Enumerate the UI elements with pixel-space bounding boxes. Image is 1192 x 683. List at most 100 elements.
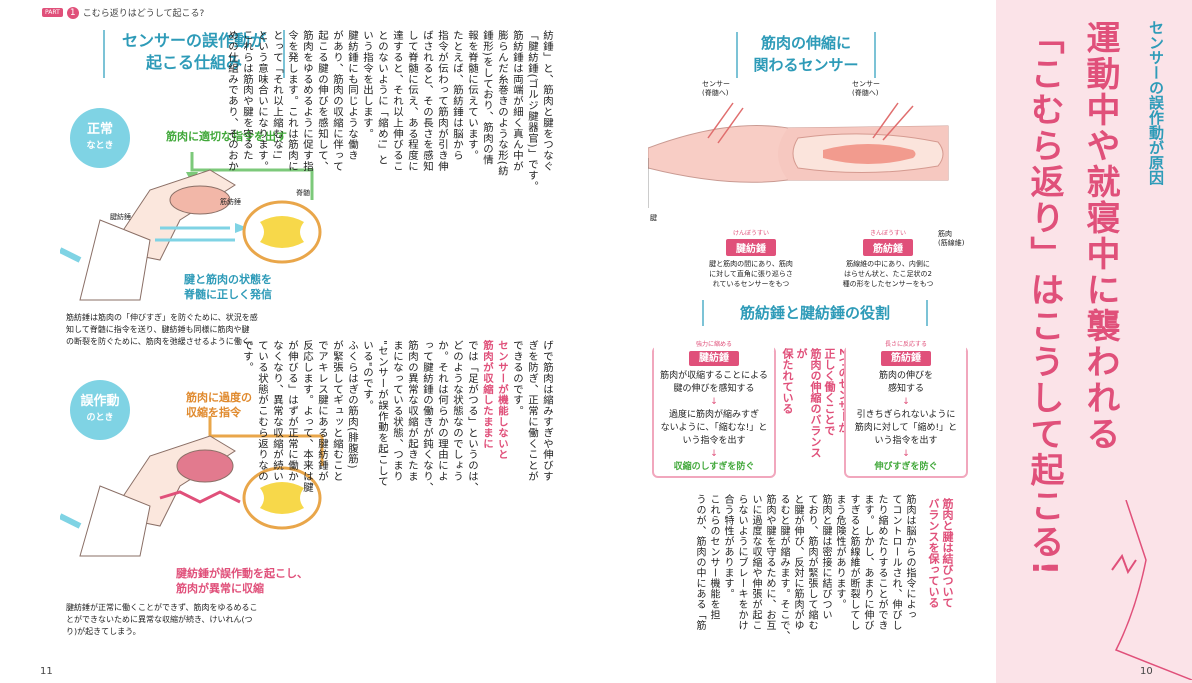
normal-callout-top: 筋肉に適切な指令を出す: [166, 130, 287, 143]
normal-caption: 筋紡錘は筋肉の「伸びすぎ」を防ぐために、状況を感 知して脊髄に指令を送り、腱紡錘…: [66, 312, 356, 348]
body-line: めの仕組みであり、そのおか: [226, 30, 238, 172]
muscle-spindle-desc-1: 筋線維の中にあり、内側に: [846, 260, 930, 268]
part-header: PART 1 こむら返りはどうして起こる?: [42, 6, 204, 19]
body-line: です。: [241, 340, 253, 373]
body-line: とのないように「縮め!」と: [376, 30, 388, 166]
tendon-role-line-3: 過度に筋肉が縮みすぎ: [668, 410, 759, 420]
body-line: では「足がつる」というのは、: [466, 340, 478, 493]
main-title-line-2: 「こむら返り」はこうして起こる!: [1024, 20, 1064, 578]
error-callout-bottom-2: 筋肉が異常に収縮: [176, 582, 264, 595]
error-callout-top-1: 筋肉に過度の: [186, 391, 252, 404]
tendon-role-lines: 筋肉が収縮することによる 腱の伸びを感知する ↓ 過度に筋肉が縮みすぎ ないよう…: [654, 370, 774, 474]
body-line: 指令が伝わって筋肉が引き伸: [436, 30, 448, 172]
right-body-text: 筋肉は脳からの指令によってコントロールされ、伸びしたり縮めたりすることができます…: [626, 494, 916, 654]
body-line: 筋肉と腱は密接に結びつい: [820, 494, 831, 620]
body-line: でアキレス腱にある腱紡錘が: [316, 340, 328, 482]
part-tag: PART: [42, 8, 63, 17]
page-number-left: 11: [40, 666, 53, 677]
tendon-role-arrow-2: ↓: [710, 449, 718, 459]
heading-line-1: センサーの誤作動が: [121, 31, 266, 50]
error-illustration: [60, 416, 324, 557]
part-title: こむら返りはどうして起こる?: [82, 9, 205, 19]
normal-callout-bottom-1: 腱と筋肉の状態を: [184, 273, 272, 286]
error-caption-2: とができないために異常な収縮が続き、けいれん(つ: [66, 615, 253, 624]
muscle-role-sub: 長さに反応する: [846, 338, 966, 351]
title-panel: センサーの誤作動が原因 運動中や就寝中に襲われる 「こむら返り」はこうして起こる…: [996, 0, 1192, 683]
sensor-heading-2: 関わるセンサー: [753, 56, 859, 74]
body-line: と腱が伸び、反対に筋肉がゆ: [792, 494, 803, 631]
body-line: が伸びる」はずが正常に働か: [286, 340, 298, 482]
error-caption-1: 腱紡錘が正常に働くことができず、筋肉をゆるめるこ: [66, 603, 258, 612]
body-line: たとえば、筋紡錘は脳から: [451, 30, 463, 161]
body-line: 筋肉が収縮したままに: [481, 340, 493, 449]
muscle-spindle-ruby: きんぼうすい: [869, 230, 906, 237]
left-body-text-lower: げで筋肉は縮みすぎや伸びすぎを防ぎ、正常に働くことができるのです。センサーが機能…: [241, 340, 554, 640]
body-line: "センサーが誤作動を起こして: [376, 340, 388, 487]
label-muscle: 筋肉 (筋線維): [938, 230, 964, 248]
section-heading-sensor: 筋肉の伸縮に 関わるセンサー: [736, 32, 876, 78]
body-line: 紡錘」と、筋肉と腱をつなぐ: [541, 30, 553, 172]
tendon-spindle-block: けんぼうすい 腱紡錘 腱と筋肉の間にあり、筋肉 に対して直角に張り巡らさ れてい…: [696, 228, 806, 289]
body-line: 筋肉をゆるめるように促す指: [301, 30, 313, 172]
sensor-label-right: センサー (脊髄へ): [852, 80, 880, 98]
label-muscle-1: 筋肉: [938, 230, 952, 238]
sensor-label-left-2: (脊髄へ): [702, 89, 729, 97]
main-title: 運動中や就寝中に襲われる 「こむら返り」はこうして起こる!: [1016, 20, 1128, 660]
label-spine: 脊髄: [296, 189, 310, 197]
body-line: か。それは何らかの理由によ: [436, 340, 448, 482]
normal-circle-sub: なとき: [86, 141, 114, 151]
muscle-role-line-2: 感知する: [887, 384, 924, 394]
label-tendon-right: 腱: [650, 214, 657, 222]
muscle-role-line-1: 筋肉の伸びを: [878, 371, 933, 381]
body-line: 反応します。よって、本来は腱: [301, 340, 313, 493]
muscle-role-pill: 筋紡錘: [881, 351, 931, 366]
tendon-spindle-desc: 腱と筋肉の間にあり、筋肉 に対して直角に張り巡らさ れているセンサーをもつ: [696, 259, 806, 289]
error-callout-top: 筋肉に過度の 収縮を指令: [186, 390, 252, 420]
label-muscle-2: (筋線維): [938, 239, 965, 247]
tendon-role-line-5: いう指令を出す: [682, 436, 746, 446]
muscle-spindle-desc-3: 種の形をしたセンサーをもつ: [842, 280, 934, 288]
normal-caption-2: 知して脊髄に指令を送り、腱紡錘も同様に筋肉や腱: [66, 325, 250, 334]
tendon-spindle-pill: 腱紡錘: [726, 239, 776, 256]
body-line: 錘形)をしており、筋肉の情: [481, 30, 493, 166]
tendon-role-pill: 腱紡錘: [689, 351, 739, 366]
tendon-role-line-1: 筋肉が収縮することによる: [660, 371, 768, 381]
center-message-3: 筋肉の伸縮のバランスが: [795, 348, 822, 458]
body-line: まう危険性があります。: [834, 494, 845, 610]
muscle-role-arrow-1: ↓: [902, 397, 910, 407]
body-line: いる"のです。: [361, 340, 373, 411]
body-line: どのような状態なのでしょう: [451, 340, 463, 482]
body-line: センサーが機能しないと: [496, 340, 508, 460]
body-line: たり縮めたりすることができ: [876, 494, 887, 631]
tendon-role-box: 強力に縮める 腱紡錘 筋肉が収縮することによる 腱の伸びを感知する ↓ 過度に筋…: [652, 338, 776, 478]
error-callout-top-2: 収縮を指令: [186, 406, 241, 419]
muscle-spindle-desc-2: はらせん状と、たこ足状の2: [843, 270, 933, 278]
tendon-role-sub: 強力に縮める: [654, 338, 774, 351]
body-line: して脊髄に伝え、ある程度に: [406, 30, 418, 172]
normal-callout-bottom-2: 脊髄に正しく発信: [184, 288, 272, 301]
sensor-label-right-2: (脊髄へ): [852, 89, 879, 97]
error-circle-sub: のとき: [86, 413, 114, 423]
leg-illustration: [1111, 500, 1192, 680]
body-line: ます。しかし、あまりに伸び: [862, 494, 873, 631]
muscle-role-line-3: 引きちぎられないように: [856, 410, 956, 420]
muscle-role-line-5: いう指令を出す: [874, 436, 938, 446]
error-callout-bottom: 腱紡錘が誤作動を起こし、 筋肉が異常に収縮: [176, 566, 308, 596]
normal-caption-1: 筋紡錘は筋肉の「伸びすぎ」を防ぐために、状況を感: [66, 313, 258, 322]
body-line: 筋肉や腱を守るために、お互: [764, 494, 775, 631]
muscle-role-box: 長さに反応する 筋紡錘 筋肉の伸びを 感知する ↓ 引きちぎられないように 筋肉…: [844, 338, 968, 478]
page-number-right: 10: [1140, 666, 1153, 677]
body-line: らないようにブレーキをかけ: [736, 494, 747, 631]
body-line: 報を脊髄に伝えています。: [466, 30, 478, 161]
body-line: これらは筋肉や腱を守るた: [241, 30, 253, 161]
center-message-2: 正しく働くことで: [823, 348, 836, 436]
left-body-text-upper: 紡錘」と、筋肉と腱をつなぐ「腱紡錘(ゴルジ腱器官)」です。筋紡錘は両端が細く真ん…: [226, 30, 554, 330]
normal-circle-title: 正常: [86, 122, 113, 137]
body-line: があり、筋肉の収縮に伴って: [331, 30, 343, 172]
muscle-diagram: [648, 102, 949, 208]
center-vertical-message: 2つのセンサーが 正しく働くことで 筋肉の伸縮のバランスが 保たれている: [780, 348, 850, 468]
body-line: げで筋肉は縮みすぎや伸びす: [541, 340, 553, 482]
tendon-spindle-desc-1: 腱と筋肉の間にあり、筋肉: [709, 260, 793, 268]
sensor-label-left-1: センサー: [702, 80, 730, 88]
tendon-spindle-desc-3: れているセンサーをもつ: [712, 280, 790, 288]
